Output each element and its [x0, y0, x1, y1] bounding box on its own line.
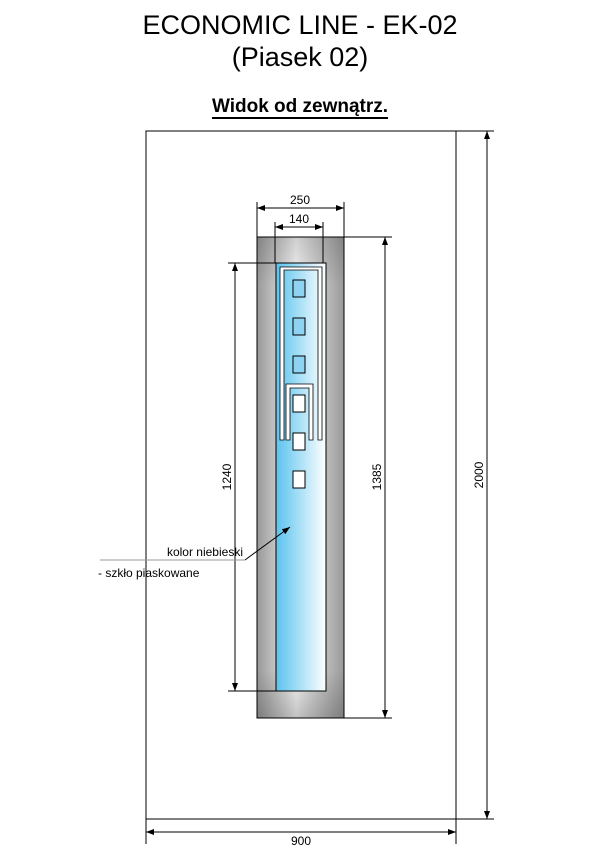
annotation-line2: - szkło piaskowane — [98, 566, 200, 580]
view-label-text: Widok od zewnątrz. — [211, 96, 389, 119]
dim-door-width: 900 — [291, 834, 311, 848]
decor-outer-u — [279, 266, 323, 441]
dim-door-height: 2000 — [472, 461, 486, 488]
dim-frame-height: 1385 — [370, 463, 384, 490]
dim-glass-width: 140 — [289, 212, 309, 226]
view-label: Widok od zewnątrz. — [0, 96, 600, 119]
decor-squares — [292, 279, 306, 489]
decor-inner-u — [285, 383, 314, 441]
title: ECONOMIC LINE - EK-02 — [142, 10, 458, 40]
annotation-line1: kolor niebieski — [167, 545, 243, 559]
dim-glass-height: 1240 — [220, 463, 234, 490]
dim-frame-width: 250 — [290, 193, 310, 207]
subtitle: (Piasek 02) — [231, 42, 369, 72]
